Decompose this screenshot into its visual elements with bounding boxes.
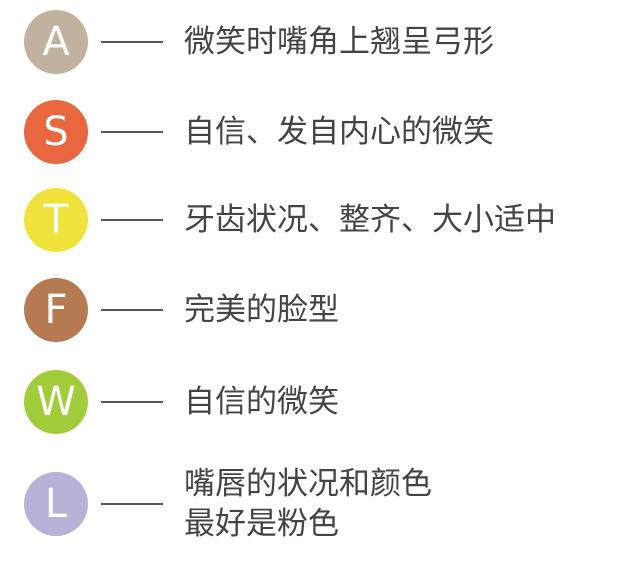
description-line: 最好是粉色 [184, 506, 339, 542]
row-description: 微笑时嘴角上翘呈弓形 [184, 22, 494, 62]
description-line: 牙齿状况、整齐、大小适中 [184, 202, 556, 238]
row-description: 嘴唇的状况和颜色 最好是粉色 [184, 464, 432, 544]
connector-line [101, 309, 163, 311]
row-description: 自信、发自内心的微笑 [184, 112, 494, 152]
connector-line [101, 219, 163, 221]
description-line: 嘴唇的状况和颜色 [184, 466, 432, 502]
row-description: 完美的脸型 [184, 290, 339, 330]
connector-line [101, 41, 163, 43]
row-description: 自信的微笑 [184, 382, 339, 422]
letter-badge-l: L [24, 472, 88, 536]
row-description: 牙齿状况、整齐、大小适中 [184, 200, 556, 240]
letter-badge-f: F [24, 278, 88, 342]
description-line: 自信、发自内心的微笑 [184, 114, 494, 150]
connector-line [101, 401, 163, 403]
letter-badge-a: A [24, 10, 88, 74]
description-line: 微笑时嘴角上翘呈弓形 [184, 24, 494, 60]
description-line: 完美的脸型 [184, 292, 339, 328]
letter-badge-w: W [24, 370, 88, 434]
connector-line [101, 503, 163, 505]
letter-badge-t: T [24, 188, 88, 252]
letter-badge-s: S [24, 100, 88, 164]
connector-line [101, 131, 163, 133]
description-line: 自信的微笑 [184, 384, 339, 420]
